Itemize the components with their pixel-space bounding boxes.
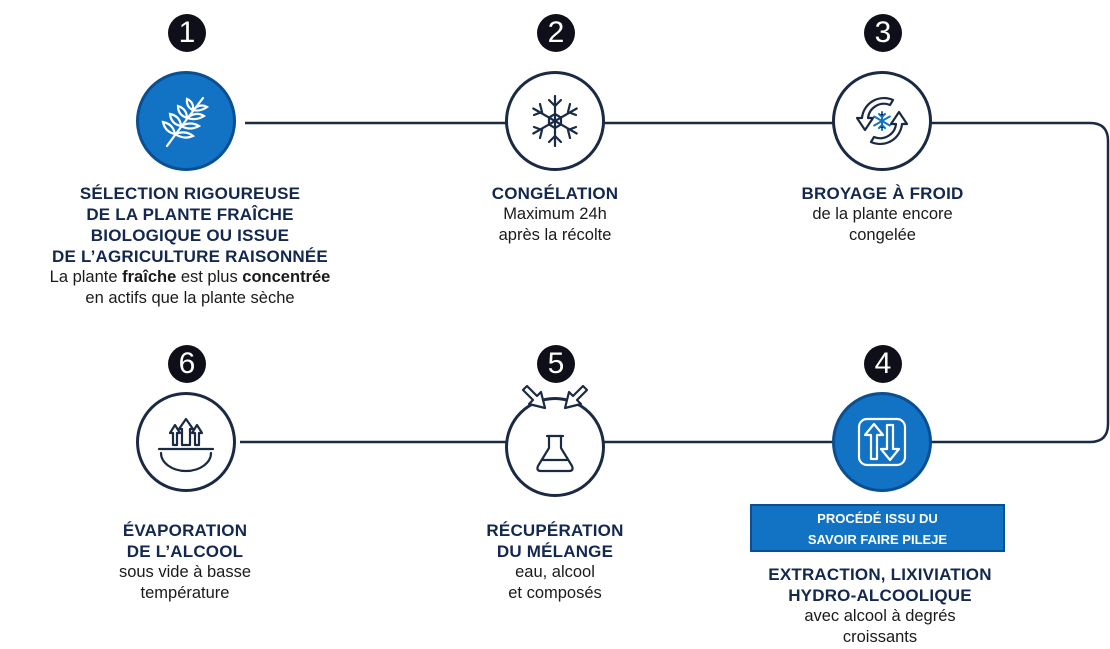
step-3-desc-line: congelée <box>849 226 916 244</box>
step-6-title: ÉVAPORATION DE L’ALCOOL <box>60 520 310 562</box>
step-1-title-line: BIOLOGIQUE OU ISSUE <box>90 226 290 245</box>
step-1-title: SÉLECTION RIGOUREUSE DE LA PLANTE FRAÎCH… <box>0 183 380 267</box>
step-6-description: sous vide à basse température <box>60 562 310 604</box>
step-6-desc-line: sous vide à basse <box>118 563 252 581</box>
step-3-number-badge: 3 <box>864 14 902 52</box>
step-6-desc-line: température <box>140 584 230 602</box>
step-3-title: BROYAGE À FROID <box>801 184 964 203</box>
flask-icon <box>536 434 574 473</box>
step-1-description: La plante fraîche est plus concentrée en… <box>0 267 380 309</box>
step-1-text: SÉLECTION RIGOUREUSE DE LA PLANTE FRAÎCH… <box>0 183 380 309</box>
step-4-desc-line: avec alcool à degrés <box>804 607 956 625</box>
pileje-savoir-faire-banner: PROCÉDÉ ISSU DU SAVOIR FAIRE PILEJE <box>750 504 1005 552</box>
step-4-title-line: EXTRACTION, LIXIVIATION <box>768 565 992 584</box>
step-5-title-line: DU MÉLANGE <box>496 542 614 561</box>
step-1-desc-bold: fraîche <box>122 268 177 286</box>
step-4-desc-line: croissants <box>842 628 918 646</box>
step-5-desc-line: et composés <box>508 584 602 602</box>
step-5-title: RÉCUPÉRATION DU MÉLANGE <box>430 520 680 562</box>
step-6-title-line: DE L’ALCOOL <box>126 542 244 561</box>
step-2-title: CONGÉLATION <box>491 184 619 203</box>
step-4-text: EXTRACTION, LIXIVIATION HYDRO-ALCOOLIQUE… <box>720 564 1040 648</box>
step-2-desc-line: Maximum 24h <box>503 205 607 223</box>
step-6-title-line: ÉVAPORATION <box>122 521 248 540</box>
banner-line: PROCÉDÉ ISSU DU <box>817 511 938 526</box>
step-4-icon-circle <box>832 392 932 492</box>
step-3-desc-line: de la plante encore <box>812 205 953 223</box>
step-2-desc-line: après la récolte <box>498 226 612 244</box>
step-1-desc-line: en actifs que la plante sèche <box>85 289 295 307</box>
step-1-title-line: SÉLECTION RIGOUREUSE <box>79 184 301 203</box>
step-4-number-badge: 4 <box>864 345 902 383</box>
step-4-description: avec alcool à degrés croissants <box>720 606 1040 648</box>
step-6-number-badge: 6 <box>168 345 206 383</box>
wheat-icon <box>161 96 210 148</box>
step-1-desc-bold: concentrée <box>242 268 331 286</box>
step-5-text: RÉCUPÉRATION DU MÉLANGE eau, alcool et c… <box>430 520 680 604</box>
step-5-icon-circle <box>505 397 605 497</box>
step-3-icon-circle <box>832 71 932 171</box>
step-2-description: Maximum 24h après la récolte <box>380 204 730 246</box>
step-2-text: CONGÉLATION Maximum 24h après la récolte <box>380 183 730 246</box>
step-5-title-line: RÉCUPÉRATION <box>486 521 624 540</box>
banner-line: SAVOIR FAIRE PILEJE <box>807 532 948 547</box>
step-6-text: ÉVAPORATION DE L’ALCOOL sous vide à bass… <box>60 520 310 604</box>
step-2-number-badge: 2 <box>537 14 575 52</box>
step-1-number-badge: 1 <box>168 14 206 52</box>
step-3-description: de la plante encore congelée <box>710 204 1055 246</box>
step-1-title-line: DE L’AGRICULTURE RAISONNÉE <box>52 247 328 266</box>
step-3-text: BROYAGE À FROID de la plante encore cong… <box>710 183 1055 246</box>
step-4-title: EXTRACTION, LIXIVIATION HYDRO-ALCOOLIQUE <box>720 564 1040 606</box>
step-5-number-badge: 5 <box>537 345 575 383</box>
step-5-description: eau, alcool et composés <box>430 562 680 604</box>
step-1-desc-text: La plante <box>49 268 123 286</box>
evaporation-icon <box>157 417 215 473</box>
snowflake-icon <box>532 94 578 148</box>
cycle-snowflake-icon <box>855 97 909 145</box>
step-5-desc-line: eau, alcool <box>515 563 595 581</box>
step-1-title-line: DE LA PLANTE FRAÎCHE <box>86 205 294 224</box>
up-down-arrows-icon <box>857 417 907 467</box>
step-1-desc-text: est plus <box>176 268 243 286</box>
step-1-icon-circle <box>136 71 236 171</box>
step-6-icon-circle <box>136 392 236 492</box>
step-4-title-line: HYDRO-ALCOOLIQUE <box>788 586 972 605</box>
incoming-arrows-icon <box>521 384 589 410</box>
step-2-icon-circle <box>505 71 605 171</box>
